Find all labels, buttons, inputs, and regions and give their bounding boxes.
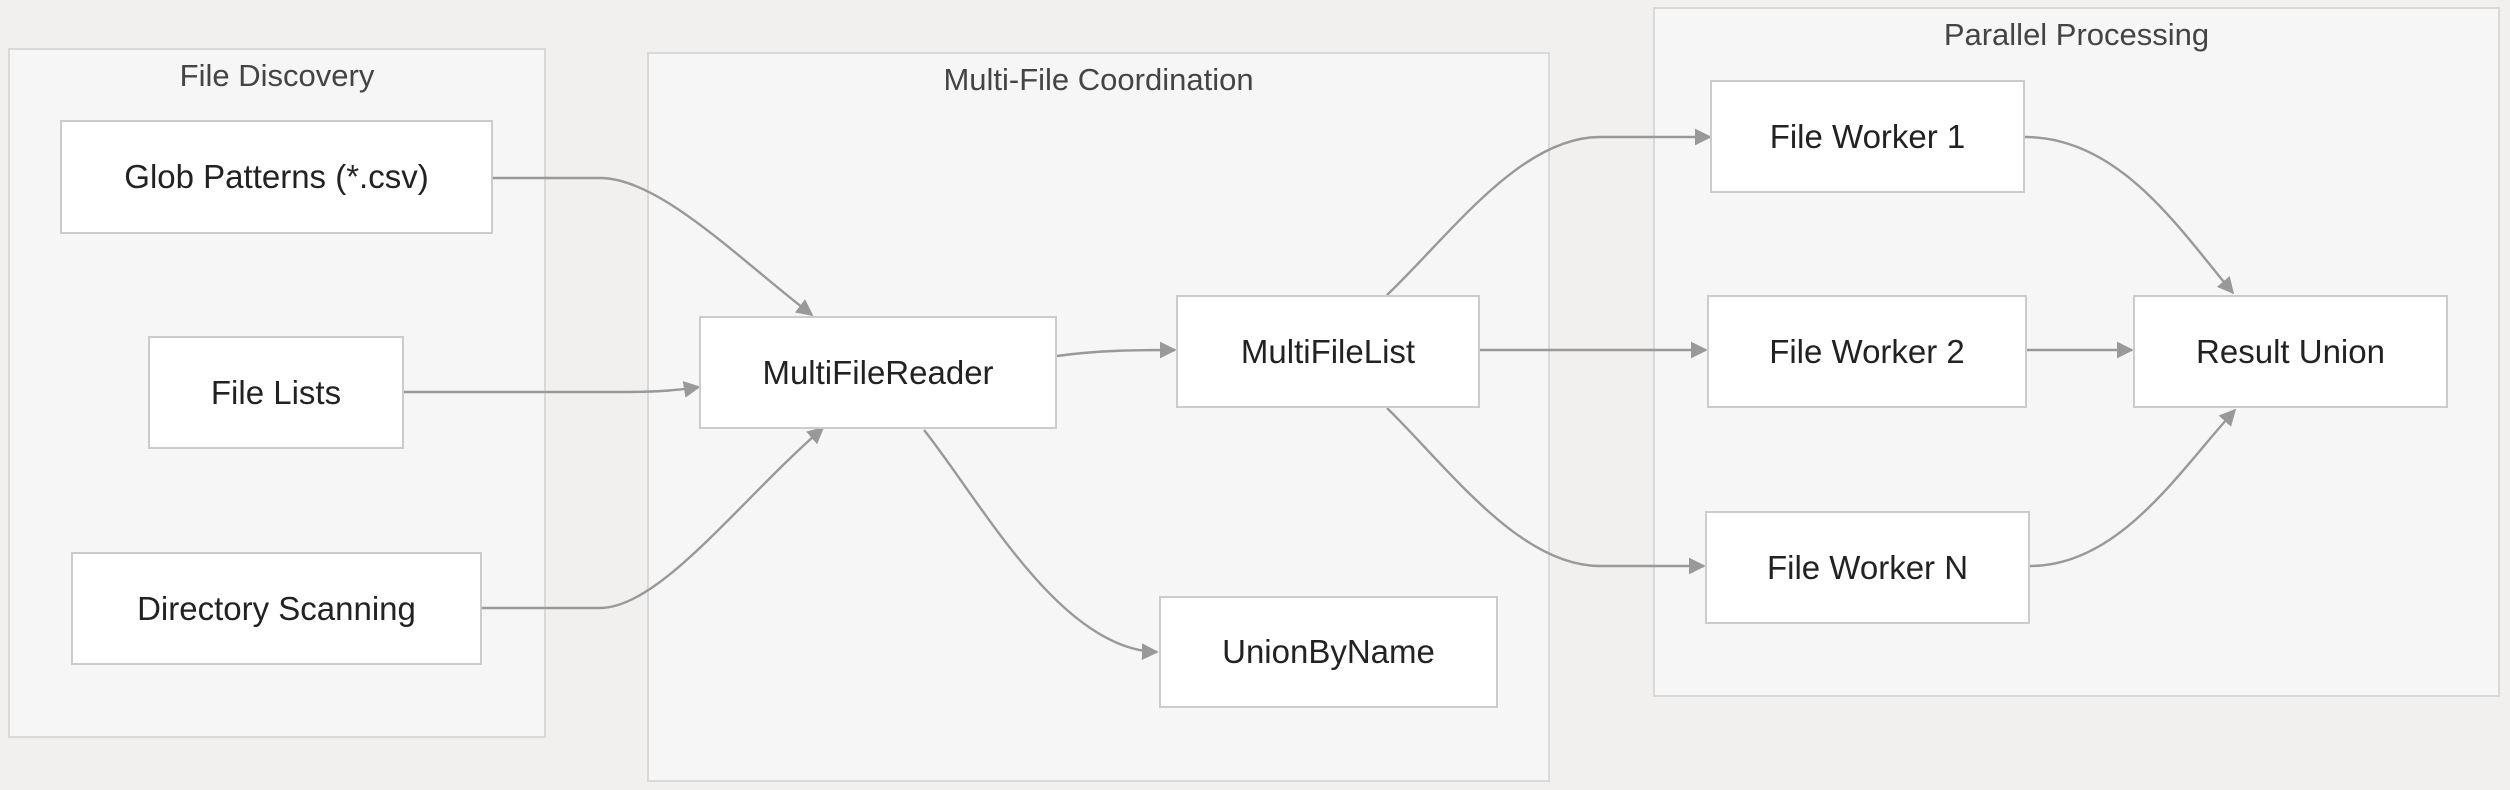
group-title-multi-file-coordination: Multi-File Coordination [943, 62, 1254, 97]
group-title-parallel-processing: Parallel Processing [1943, 17, 2210, 52]
node-result-union: Result Union [2133, 295, 2448, 408]
node-file-worker-2: File Worker 2 [1707, 295, 2027, 408]
node-glob-patterns: Glob Patterns (*.csv) [60, 120, 493, 234]
node-file-worker-1: File Worker 1 [1710, 80, 2025, 193]
node-file-worker-n: File Worker N [1705, 511, 2030, 624]
node-directory-scanning: Directory Scanning [71, 552, 482, 665]
node-multifilereader: MultiFileReader [699, 316, 1057, 429]
node-unionbyname: UnionByName [1159, 596, 1498, 708]
node-multifilelist: MultiFileList [1176, 295, 1480, 408]
node-file-lists: File Lists [148, 336, 404, 449]
group-title-file-discovery: File Discovery [179, 58, 375, 93]
